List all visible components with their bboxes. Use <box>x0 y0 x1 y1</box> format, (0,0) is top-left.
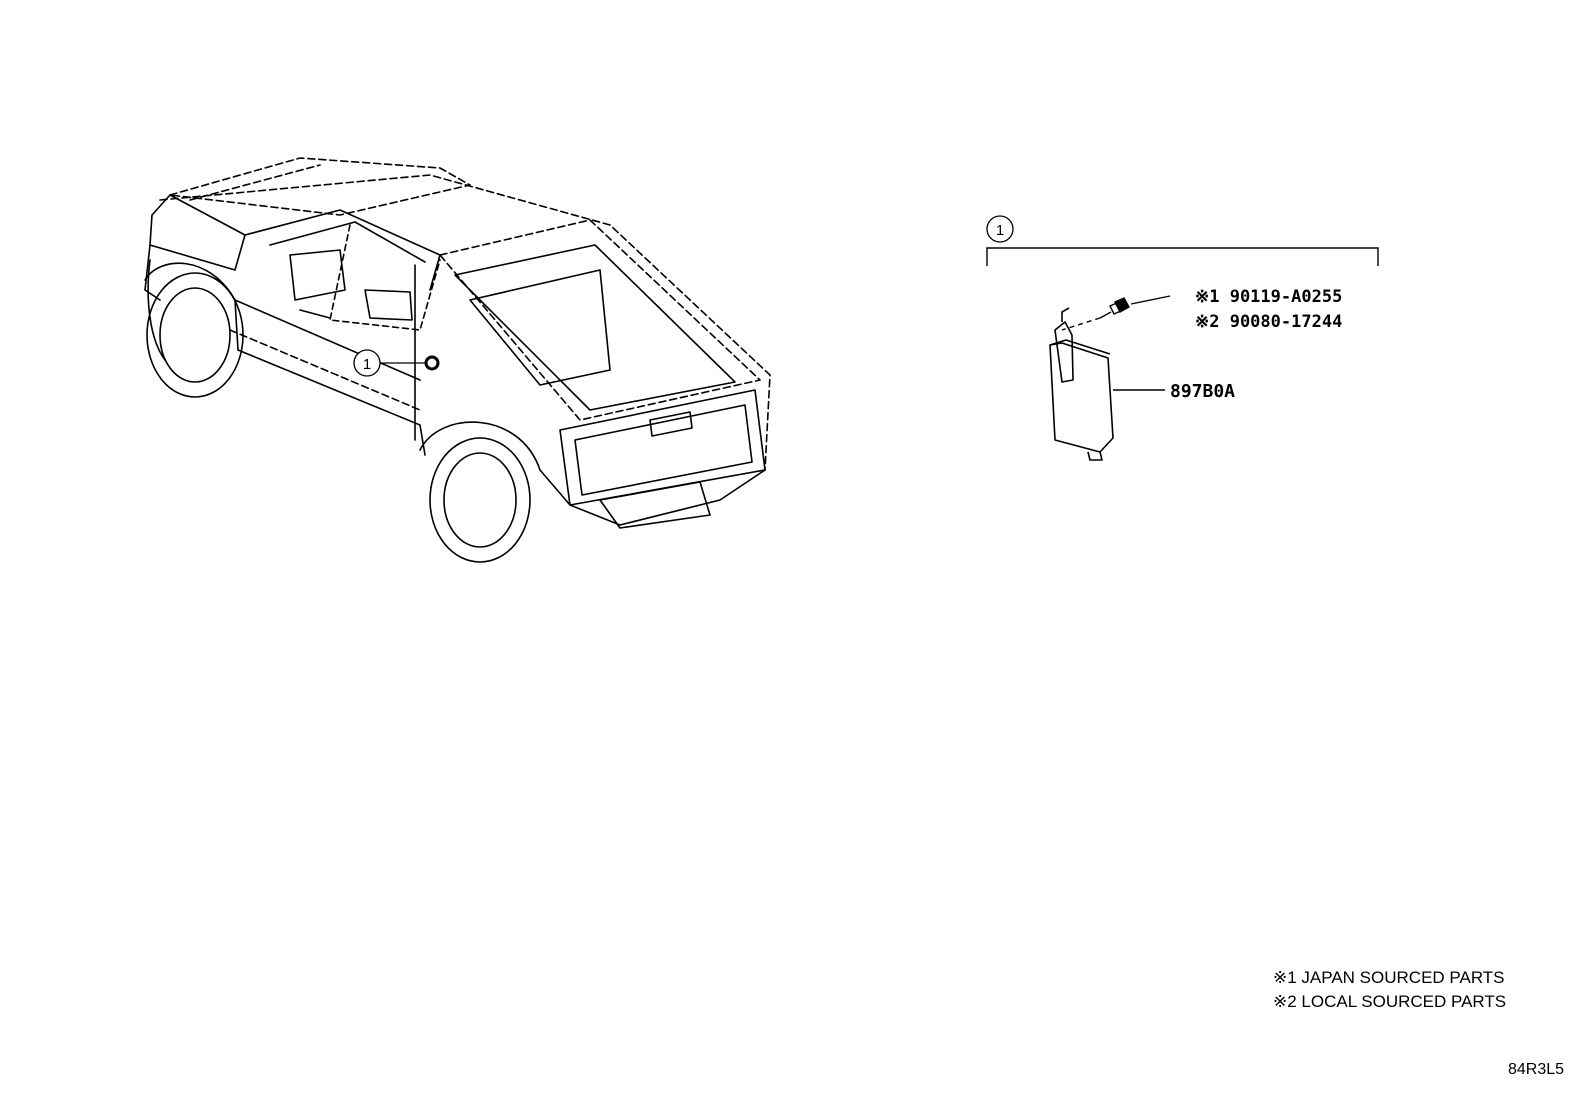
bolt-local-part-number: ※2 90080-17244 <box>1195 312 1342 332</box>
assembly-callout-number: 1 <box>996 222 1004 239</box>
bolt-japan-part-number: ※1 90119-A0255 <box>1195 287 1342 307</box>
illustration-code: 84R3L5 <box>1508 1061 1564 1078</box>
legend-local: ※2 LOCAL SOURCED PARTS <box>1273 992 1506 1011</box>
module-location-marker <box>424 355 440 371</box>
callout-number: 1 <box>363 356 371 373</box>
assembly-bracket <box>986 247 1379 266</box>
assembly-callout: 1 <box>986 215 1379 266</box>
vehicle-callout: 1 <box>353 349 440 377</box>
module-part-number: 897B0A <box>1170 381 1235 402</box>
bolt-icon <box>1061 295 1171 331</box>
module-icon <box>1049 307 1165 461</box>
truck-illustration <box>144 157 771 563</box>
assembly-callout-circle <box>986 215 1014 243</box>
legend-japan: ※1 JAPAN SOURCED PARTS <box>1273 968 1505 987</box>
